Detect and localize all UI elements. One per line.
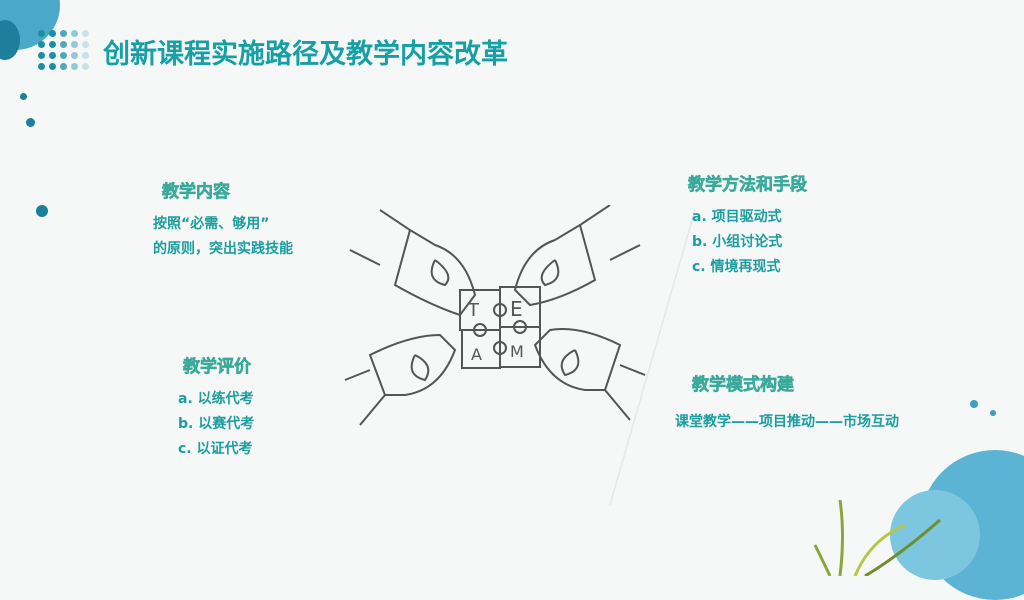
divider-line: [609, 210, 696, 506]
section-heading-model: 教学模式构建: [692, 375, 795, 396]
page-title: 创新课程实施路径及教学内容改革: [103, 39, 508, 70]
section-heading-evaluation: 教学评价: [183, 357, 252, 378]
team-puzzle-hands-illustration: [344, 205, 646, 426]
section-heading-methods: 教学方法和手段: [688, 175, 808, 196]
hand-bottom-right: [533, 328, 646, 421]
section-body-methods: a. 项目驱动式 b. 小组讨论式 c. 情境再现式: [692, 205, 782, 280]
hand-top-left: [349, 209, 477, 317]
ink-drop: [36, 205, 48, 217]
puzzle-letter-a: A: [471, 345, 482, 364]
text-line: 按照“必需、够用”: [153, 216, 270, 232]
puzzle-letter-t: T: [468, 300, 479, 321]
hand-top-right: [513, 205, 641, 307]
dot-grid-decoration: [38, 30, 89, 70]
text-line: c. 以证代考: [178, 441, 253, 457]
watercolor-bottom-right: [880, 400, 1024, 600]
ink-drop: [26, 118, 35, 127]
puzzle-letter-m: M: [510, 342, 524, 361]
text-line: 的原则，突出实践技能: [153, 241, 293, 257]
ink-drop: [20, 93, 27, 100]
text-line: a. 项目驱动式: [692, 209, 782, 225]
puzzle-letter-e: E: [510, 297, 523, 321]
section-heading-content: 教学内容: [162, 182, 231, 203]
text-line: c. 情境再现式: [692, 259, 781, 275]
section-body-model: 课堂教学——项目推动——市场互动: [675, 410, 899, 435]
watercolor-top-left: [0, 0, 60, 70]
section-body-evaluation: a. 以练代考 b. 以赛代考 c. 以证代考: [178, 387, 254, 462]
text-line: b. 小组讨论式: [692, 234, 783, 250]
grass-illustration: [813, 499, 941, 576]
hand-bottom-left: [344, 333, 457, 426]
text-line: a. 以练代考: [178, 391, 254, 407]
puzzle-pieces: [459, 286, 541, 369]
section-body-content: 按照“必需、够用” 的原则，突出实践技能: [153, 212, 293, 262]
text-line: b. 以赛代考: [178, 416, 255, 432]
text-line: 课堂教学——项目推动——市场互动: [675, 414, 899, 430]
